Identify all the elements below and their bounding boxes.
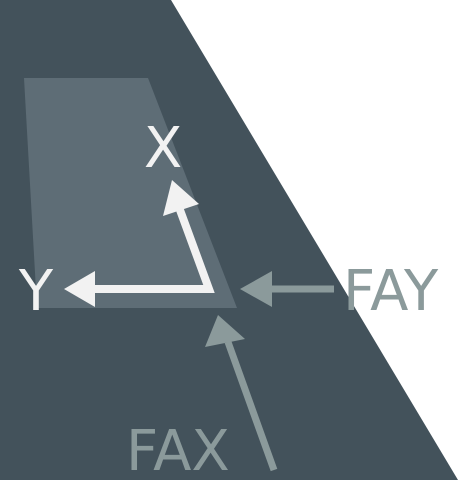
x-axis-label: X	[144, 116, 182, 181]
fay-arrowhead	[240, 271, 272, 307]
force-arrows	[205, 271, 334, 472]
fay-label: FAY	[343, 259, 439, 324]
fax-label: FAX	[126, 419, 230, 480]
fax-arrowhead	[205, 315, 245, 347]
y-axis-label: Y	[18, 259, 54, 324]
axis-arrows	[64, 180, 215, 307]
block	[24, 78, 237, 308]
axis-l-shape	[95, 208, 215, 293]
fax-arrow-shaft	[224, 340, 278, 472]
y-arrowhead	[64, 271, 95, 307]
x-arrowhead	[163, 180, 199, 216]
